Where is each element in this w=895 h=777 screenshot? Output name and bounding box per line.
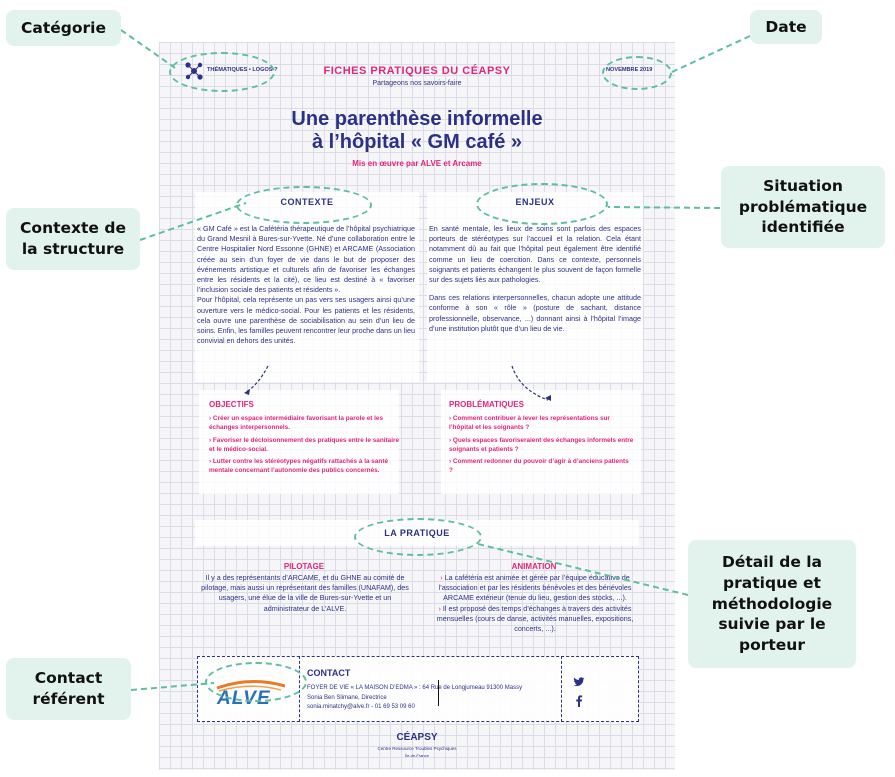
callout-detail-pratique: Détail de la pratique et méthodologie su… [688, 540, 856, 668]
text-cursor [438, 680, 439, 706]
callout-categorie: Catégorie [6, 10, 121, 46]
objectifs-item: › Favoriser le décloisonnement des prati… [209, 436, 400, 453]
problematiques-item: › Comment contribuer à lever les représe… [449, 415, 610, 432]
sheet-series-subtitle: Partageons nos savoirs-faire [372, 80, 462, 87]
animation-paragraph-1: › La cafétéria est animée et gérée par l… [438, 573, 632, 603]
twitter-icon[interactable] [573, 675, 585, 687]
contact-highlight-ellipse [205, 662, 307, 702]
main-title: Une parenthèse informelle à l’hôpital « … [159, 108, 675, 154]
contexte-highlight-ellipse [236, 186, 372, 224]
enjeux-paragraph-1: En santé mentale, les lieux de soins son… [429, 224, 641, 285]
problematiques-panel [441, 390, 641, 494]
objectifs-item: › Créer un espace intermédiaire favorisa… [209, 415, 384, 432]
animation-text: › La cafétéria est animée et gérée par l… [429, 573, 641, 634]
animation-paragraph-2: › Il est proposé des temps d’échanges à … [436, 603, 634, 634]
problematiques-heading: PROBLÉMATIQUES [449, 400, 524, 409]
objectifs-item: › Lutter contre les stéréotypes négatifs… [209, 458, 389, 475]
problematiques-item: › Comment redonner du pouvoir d’agir à d… [449, 458, 629, 475]
contexte-paragraph-1: « GM Café » est la Cafétéria thérapeutiq… [197, 224, 415, 295]
animation-heading: ANIMATION [511, 562, 557, 571]
pilotage-text: Il y a des représentants d’ARCAME, et du… [201, 573, 409, 613]
pratique-highlight-ellipse [354, 518, 482, 556]
callout-situation-problematique: Situation problématique identifiée [721, 166, 885, 248]
pilotage-heading: PILOTAGE [283, 562, 325, 571]
date-highlight-ellipse [602, 56, 672, 90]
practice-sheet: THÉMATIQUES • LOGOS ? FICHES PRATIQUES D… [159, 42, 675, 770]
footer-tagline: Centre Ressource Troubles Psychiques [377, 746, 457, 751]
contact-divider-right [561, 656, 562, 722]
enjeux-text: En santé mentale, les lieux de soins son… [429, 224, 641, 334]
enjeux-paragraph-2: Dans ces relations interpersonnelles, ch… [429, 293, 641, 333]
contact-address: FOYER DE VIE « LA MAISON D’EDMA » : 64 R… [307, 685, 523, 691]
callout-contact-referent: Contact référent [6, 658, 131, 720]
categorie-highlight-ellipse [169, 52, 275, 92]
objectifs-list: › Créer un espace intermédiaire favorisa… [209, 414, 399, 476]
main-title-line1: Une parenthèse informelle [291, 108, 543, 130]
contexte-text: « GM Café » est la Cafétéria thérapeutiq… [197, 224, 415, 346]
contact-person: Sonia Ben Slimane, Directrice [307, 694, 387, 701]
enjeux-highlight-ellipse [476, 183, 608, 225]
sheet-series-title: FICHES PRATIQUES DU CÉAPSY [323, 65, 511, 77]
problematiques-list: › Comment contribuer à lever les représe… [449, 414, 634, 476]
footer-region: Île-de-France [405, 753, 429, 758]
main-title-line2: à l’hôpital « GM café » [311, 131, 523, 153]
contact-details: FOYER DE VIE « LA MAISON D’EDMA » : 64 R… [307, 684, 557, 713]
callout-date: Date [750, 10, 822, 44]
objectifs-heading: OBJECTIFS [209, 400, 254, 409]
contact-email-phone[interactable]: sonia.minatchy@alve.fr - 01 69 53 09 60 [307, 704, 415, 710]
footer-brand: CÉAPSY [396, 732, 438, 743]
authors: Mis en œuvre par ALVE et Arcame [352, 159, 482, 168]
contact-heading: CONTACT [307, 668, 351, 678]
problematiques-item: › Quels espaces favoriseraient des échan… [449, 436, 634, 453]
objectifs-panel [199, 390, 399, 494]
callout-contexte-structure: Contexte de la structure [6, 208, 140, 270]
facebook-icon[interactable] [574, 694, 584, 707]
contexte-paragraph-2: Pour l’hôpital, cela représente un pas v… [197, 295, 415, 346]
